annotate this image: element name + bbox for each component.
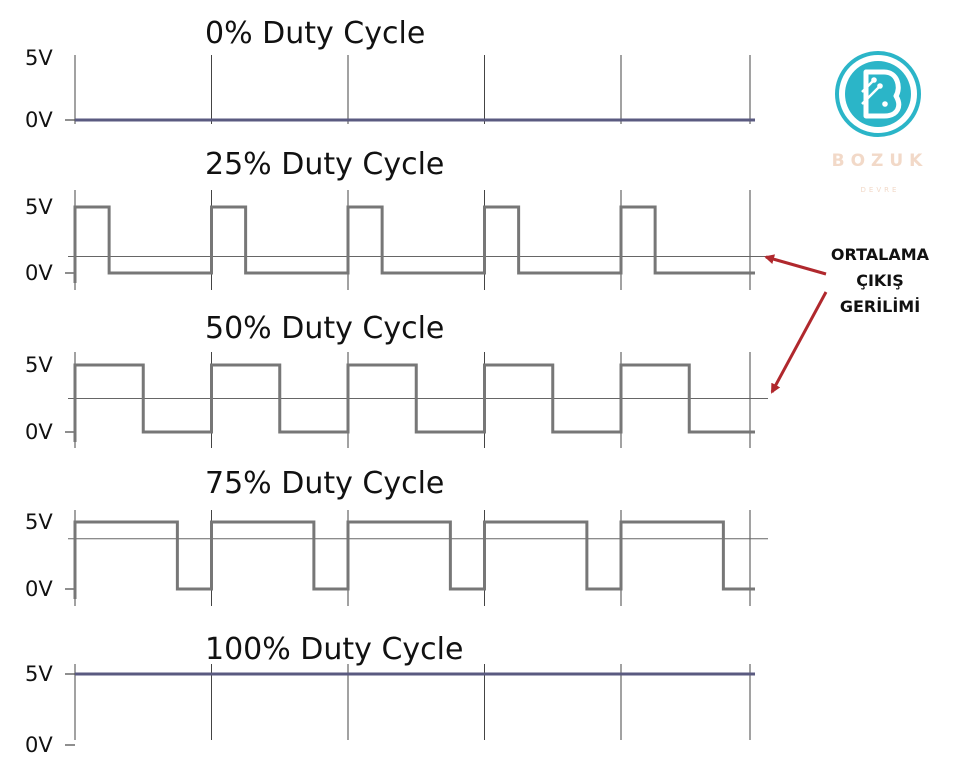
- annotation-line-2: ÇIKIŞ: [856, 271, 904, 290]
- label-5v: 5V: [25, 662, 53, 686]
- panel-title: 100% Duty Cycle: [205, 632, 463, 667]
- duty-panel-100: 100% Duty Cycle 5V 0V: [25, 632, 755, 757]
- annotation-line-3: GERİLİMİ: [840, 297, 920, 316]
- label-5v: 5V: [25, 195, 53, 219]
- label-0v: 0V: [25, 261, 53, 285]
- circuit-letter-b-icon: [835, 51, 921, 137]
- label-0v: 0V: [25, 108, 53, 132]
- arrow-to-25-average: [764, 254, 827, 276]
- duty-panel-75: 75% Duty Cycle 5V 0V: [25, 466, 768, 606]
- duty-panel-50: 50% Duty Cycle 5V 0V: [25, 311, 768, 448]
- pwm-waveform: [73, 205, 755, 283]
- panel-title: 75% Duty Cycle: [205, 466, 444, 501]
- average-voltage-annotation: ORTALAMA ÇIKIŞ GERİLİMİ: [764, 245, 930, 394]
- logo-name: BOZUK: [832, 151, 929, 171]
- panel-title: 50% Duty Cycle: [205, 311, 444, 346]
- label-5v: 5V: [25, 510, 53, 534]
- label-0v: 0V: [25, 420, 53, 444]
- duty-panel-25: 25% Duty Cycle 5V 0V: [25, 147, 768, 290]
- pwm-waveform: [73, 363, 755, 442]
- panel-title: 0% Duty Cycle: [205, 16, 425, 51]
- label-5v: 5V: [25, 46, 53, 70]
- duty-panel-0: 0% Duty Cycle 5V 0V: [25, 16, 755, 132]
- logo-sub: DEVRE: [861, 186, 900, 194]
- label-0v: 0V: [25, 733, 53, 757]
- panel-title: 25% Duty Cycle: [205, 147, 444, 182]
- pwm-waveform: [73, 520, 755, 599]
- label-5v: 5V: [25, 353, 53, 377]
- annotation-line-1: ORTALAMA: [831, 245, 930, 264]
- bozuk-devre-logo: BOZUK DEVRE: [832, 51, 929, 194]
- arrow-to-50-average: [770, 291, 828, 394]
- label-0v: 0V: [25, 577, 53, 601]
